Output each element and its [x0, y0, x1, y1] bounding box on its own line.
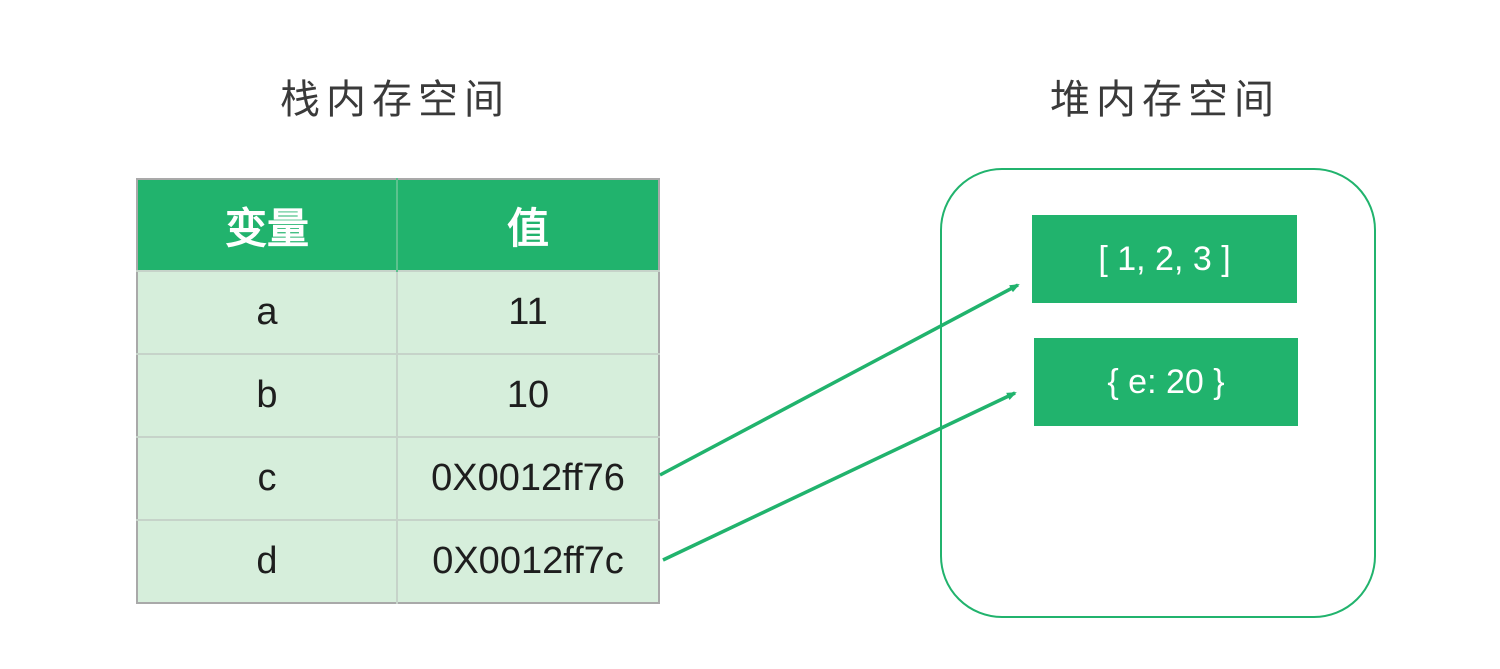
heap-memory-title: 堆内存空间 [1050, 77, 1280, 123]
value-cell: 0X0012ff7c [397, 519, 659, 603]
table-row: b 10 [137, 353, 659, 437]
variable-cell: d [137, 519, 398, 603]
table-row: c 0X0012ff76 [137, 436, 659, 520]
variable-cell: c [137, 436, 398, 520]
variable-cell: b [137, 353, 398, 437]
value-cell: 11 [397, 270, 659, 354]
stack-table-header-row: 变量 值 [137, 179, 659, 271]
stack-table: 变量 值 a 11 b 10 c 0X0012ff76 d 0X0012ff7c [136, 178, 660, 604]
table-row: d 0X0012ff7c [137, 519, 659, 603]
heap-object-object: { e: 20 } [1034, 338, 1298, 426]
heap-object-array: [ 1, 2, 3 ] [1032, 215, 1297, 303]
table-row: a 11 [137, 270, 659, 354]
stack-memory-title: 栈内存空间 [280, 77, 510, 123]
variable-cell: a [137, 270, 398, 354]
value-cell: 0X0012ff76 [397, 436, 659, 520]
value-cell: 10 [397, 353, 659, 437]
header-value: 值 [397, 179, 659, 271]
header-variable: 变量 [137, 179, 398, 271]
